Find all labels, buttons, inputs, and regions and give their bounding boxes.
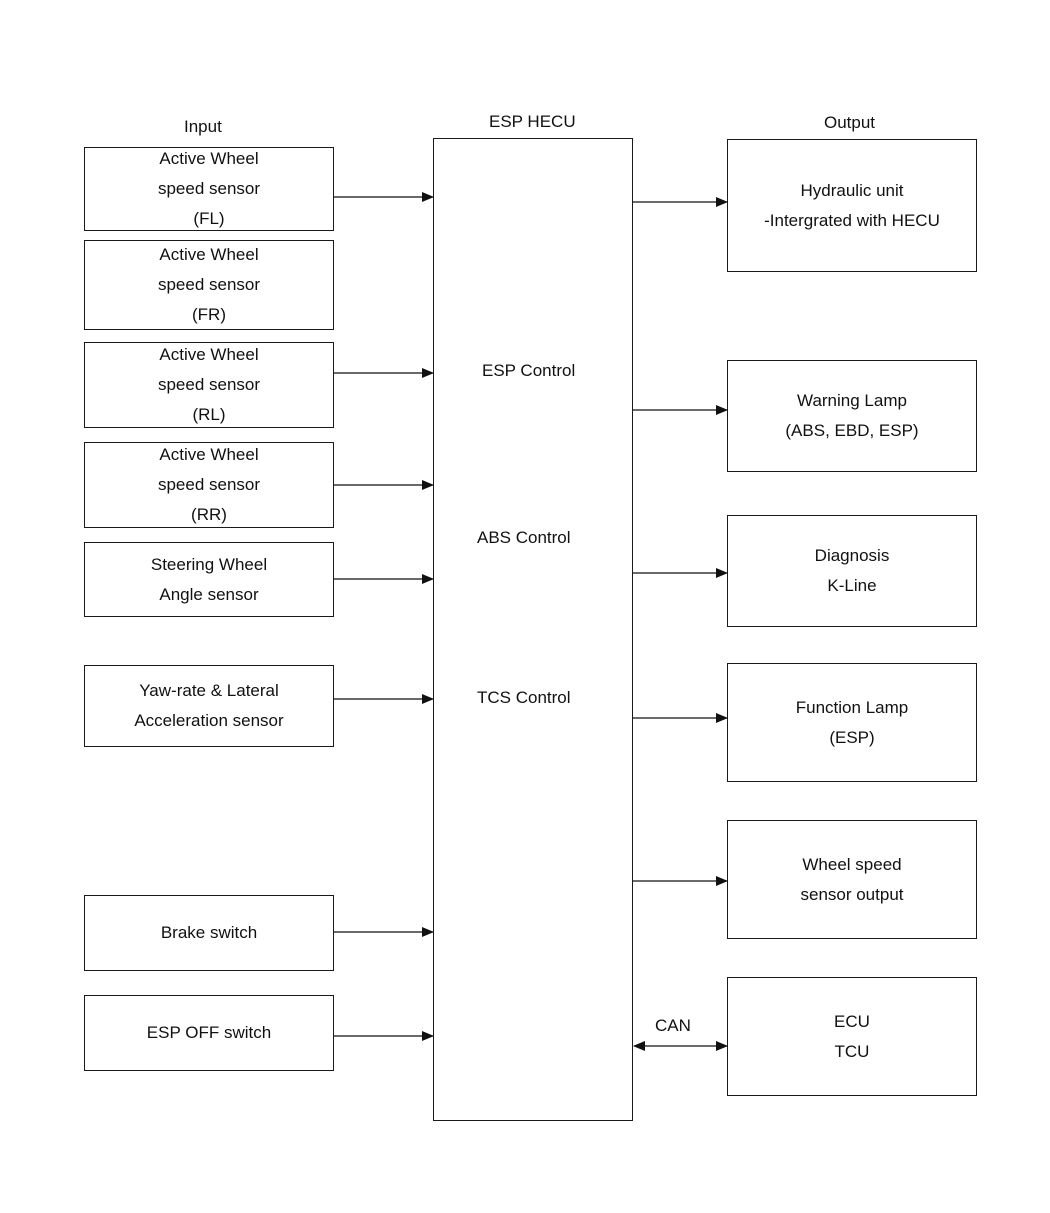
input-box-label: Active Wheel [159,345,259,364]
input-box-label: Active Wheel [159,245,259,264]
input-box-label: (RR) [191,505,227,524]
input-box-label: Active Wheel [159,445,259,464]
abs-control-label: ABS Control [477,528,571,547]
output-box-label: (ESP) [829,727,875,747]
output-box-label: Diagnosis [814,546,890,565]
input-box-brake-switch: Brake switch [84,895,334,971]
can-bus-label: CAN [655,1016,691,1035]
input-title: Input [184,117,222,136]
input-box-label: speed sensor [157,475,261,494]
input-box-label: speed sensor [157,275,261,294]
input-box-label: speed sensor [157,375,261,394]
input-box-yaw-rate: Yaw-rate & Lateral Acceleration sensor [84,665,334,747]
input-box-label: speed sensor [157,179,261,198]
input-box-wheel-speed-rr: Active Wheel speed sensor (RR) [84,442,334,528]
output-title: Output [824,113,876,132]
input-box-wheel-speed-fl: Active Wheel speed sensor (FL) [84,147,334,231]
input-box-label: Angle sensor [159,584,259,604]
input-box-label: (FL) [193,209,225,228]
output-box-label: TCU [834,1041,870,1061]
tcs-control-label: TCS Control [477,688,571,707]
input-box-label: Yaw-rate & Lateral [139,681,279,700]
output-box-diagnosis: Diagnosis K-Line [727,515,977,627]
output-box-label: ECU [834,1011,870,1031]
output-box-label: -Intergrated with HECU [764,210,940,230]
output-box-label: Wheel speed [802,854,902,874]
output-box-label: (ABS, EBD, ESP) [785,421,919,440]
output-box-label: Function Lamp [795,697,909,717]
output-box-label: K-Line [827,576,877,595]
input-box-esp-off-switch: ESP OFF switch [84,995,334,1071]
input-box-label: (RL) [192,405,226,424]
output-box-hydraulic-unit: Hydraulic unit -Intergrated with HECU [727,139,977,272]
esp-control-label: ESP Control [482,361,576,380]
input-box-steering-angle: Steering Wheel Angle sensor [84,542,334,617]
output-box-wheel-speed-output: Wheel speed sensor output [727,820,977,939]
input-box-label: Steering Wheel [150,554,268,574]
output-box-function-lamp: Function Lamp (ESP) [727,663,977,782]
output-box-label: Hydraulic unit [800,180,904,200]
hecu-title: ESP HECU [489,112,576,131]
output-box-label: sensor output [800,884,904,904]
input-box-wheel-speed-rl: Active Wheel speed sensor (RL) [84,342,334,428]
output-box-label: Warning Lamp [797,391,907,410]
input-box-label: Acceleration sensor [134,711,284,730]
output-box-warning-lamp: Warning Lamp (ABS, EBD, ESP) [727,360,977,472]
input-box-label: (FR) [192,305,226,324]
input-box-label: Brake switch [160,923,258,942]
output-box-ecu-tcu: ECU TCU [727,977,977,1096]
input-box-wheel-speed-fr: Active Wheel speed sensor (FR) [84,240,334,330]
hecu-box [433,138,633,1121]
input-box-label: Active Wheel [159,149,259,168]
input-box-label: ESP OFF switch [146,1023,272,1042]
